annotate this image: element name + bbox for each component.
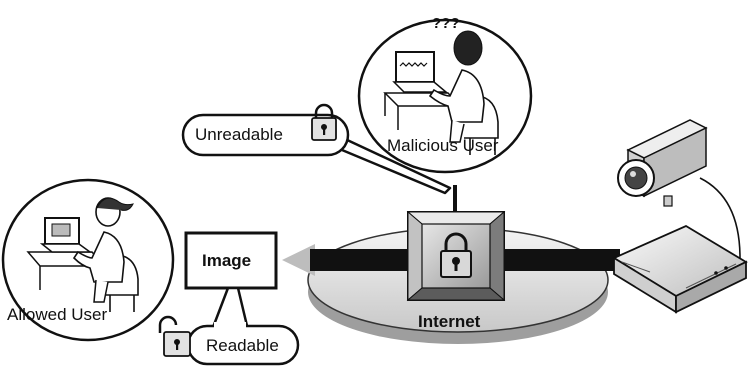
- unreadable-label: Unreadable: [195, 125, 283, 144]
- security-camera-icon: [617, 119, 741, 259]
- unreadable-callout: [181, 113, 452, 195]
- allowed-user-label: Allowed User: [7, 305, 108, 324]
- padlock-closed-icon: [440, 232, 472, 278]
- padlock-open-icon: [158, 315, 191, 357]
- svg-text:???: ???: [432, 15, 460, 32]
- internet-label: Internet: [418, 312, 481, 331]
- malicious-user: ???: [357, 15, 533, 174]
- allowed-user: [1, 178, 175, 342]
- padlock-closed-icon-small: [311, 103, 337, 141]
- image-label: Image: [202, 251, 252, 270]
- image-box: [184, 231, 278, 290]
- malicious-user-label: Malicious User: [387, 136, 499, 155]
- network-video-server-icon: [612, 224, 748, 314]
- readable-label: Readable: [206, 336, 279, 355]
